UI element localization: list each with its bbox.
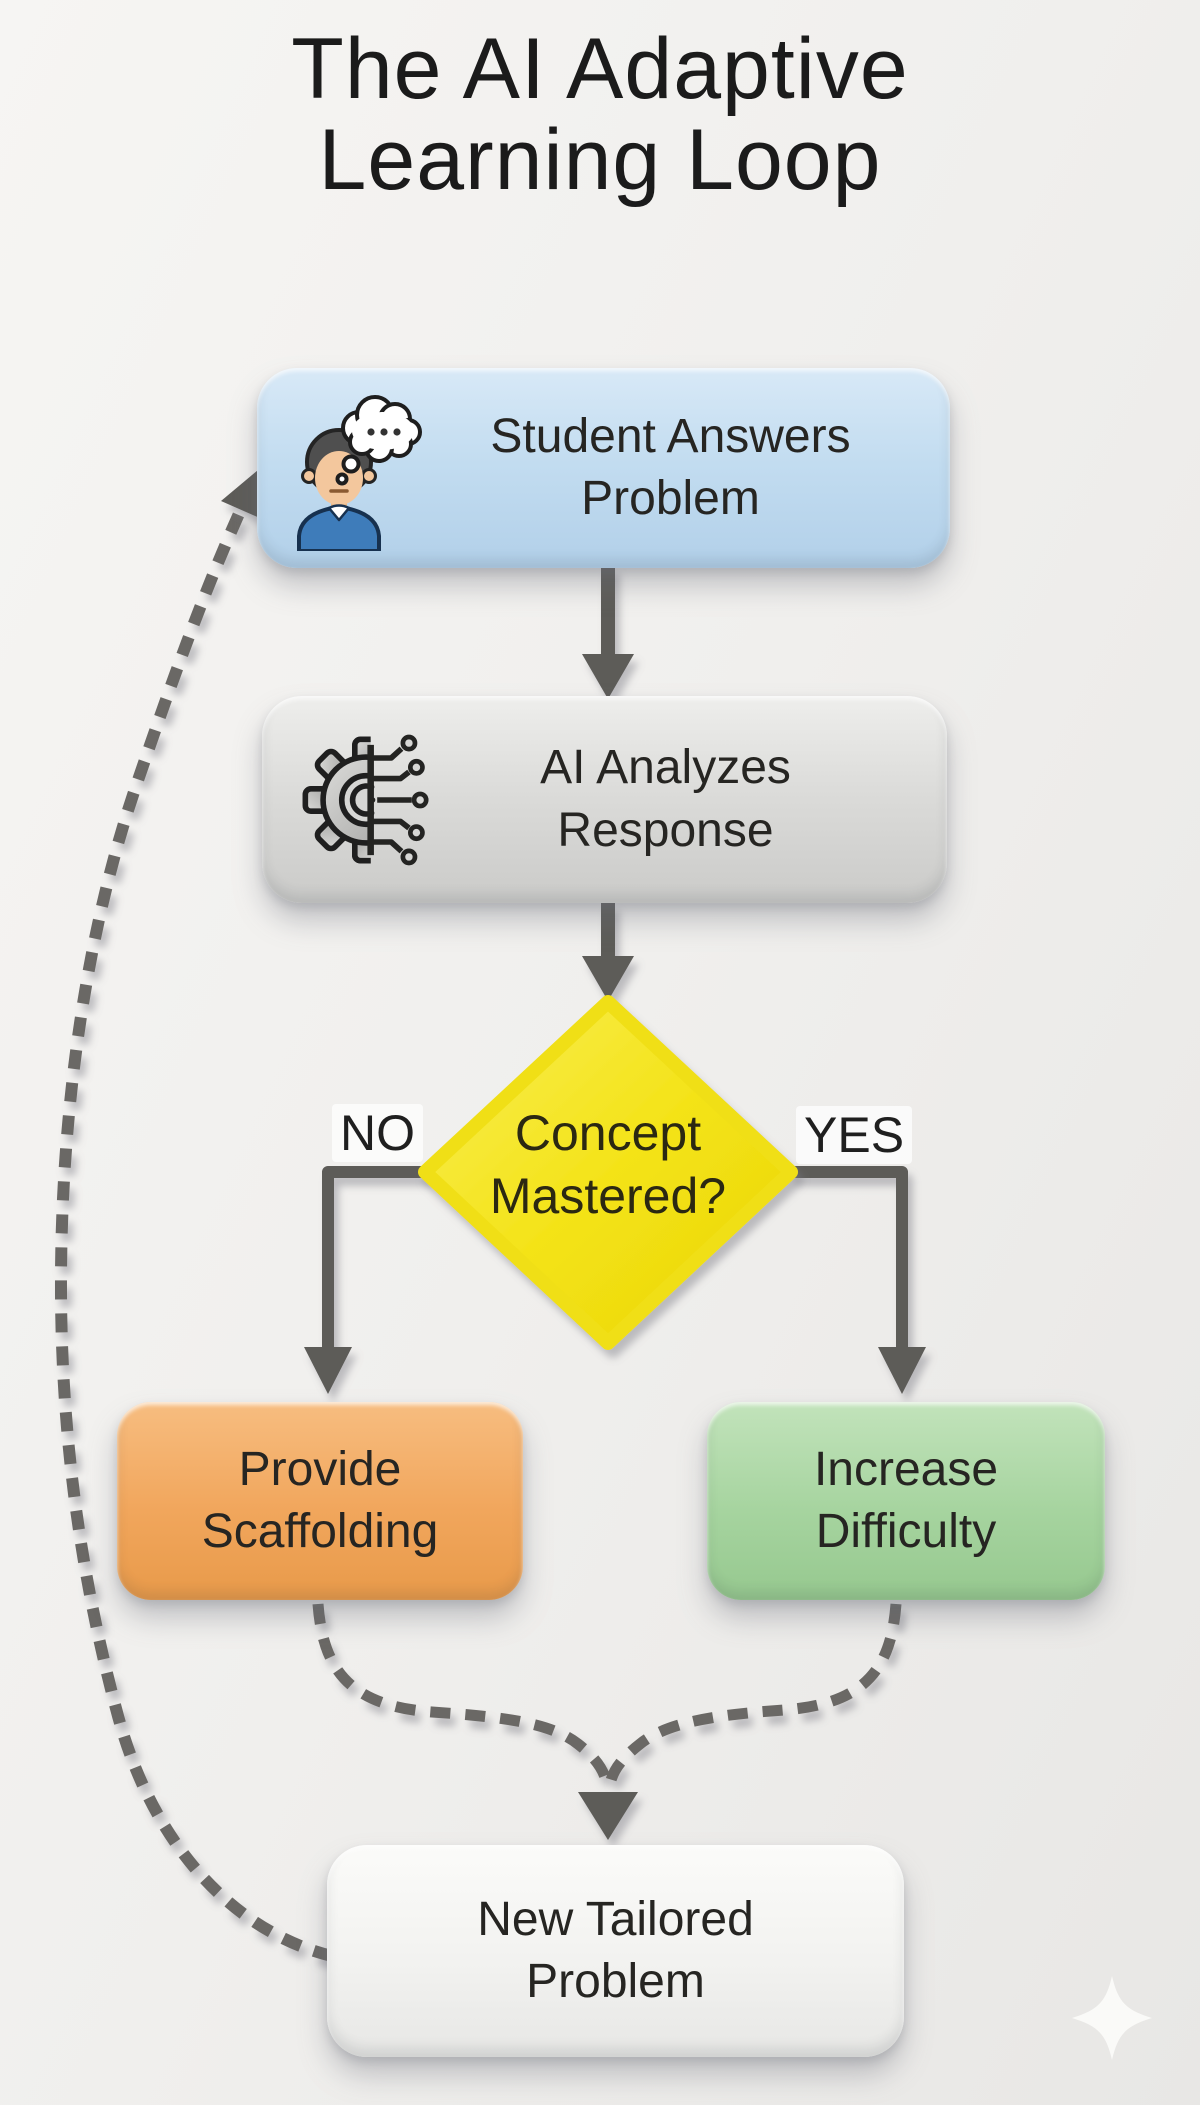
node-decision-label-line1: Concept (514, 1105, 702, 1161)
node-decision-label: Concept Mastered? (438, 1102, 778, 1228)
node-difficulty-label-line1: Increase (813, 1442, 999, 1496)
node-scaffold-label: Provide Scaffolding (202, 1439, 439, 1564)
page-title-line1: The AI Adaptive (291, 21, 909, 117)
node-difficulty-label: Increase Difficulty (814, 1439, 998, 1564)
node-ai-label: AI Analyzes Response (436, 737, 947, 862)
node-difficulty-label-line2: Difficulty (815, 1505, 997, 1558)
node-ai-label-line2: Response (557, 803, 774, 857)
branch-label-no: NO (332, 1104, 423, 1162)
node-student-label-line1: Student Answers (490, 409, 851, 463)
node-increase-difficulty: Increase Difficulty (707, 1402, 1105, 1600)
gear-circuit-icon (302, 734, 429, 865)
loop-arrowhead (221, 470, 262, 519)
student-thinking-icon (297, 394, 422, 551)
connector-student-to-ai (582, 566, 634, 699)
merge-arrowhead (578, 1792, 638, 1840)
node-new-problem-label-line1: New Tailored (477, 1892, 754, 1946)
node-scaffold-label-line1: Provide (238, 1442, 402, 1496)
node-ai-analyzes: AI Analyzes Response (262, 696, 947, 903)
page-title-line2: Learning Loop (318, 112, 882, 209)
connector-no-to-scaffold (304, 1166, 430, 1394)
connector-scaffold-to-new-problem (312, 1603, 613, 1786)
node-student-label-line2: Problem (581, 472, 760, 525)
node-student-label: Student Answers Problem (437, 406, 950, 531)
branch-label-yes: YES (796, 1106, 913, 1164)
connector-difficulty-to-new-problem (604, 1603, 902, 1786)
node-decision-label-line2: Mastered? (489, 1168, 727, 1224)
connector-yes-to-difficulty (790, 1166, 926, 1394)
sparkle-icon (1072, 1976, 1152, 2060)
node-new-problem-label-line2: Problem (526, 1955, 705, 2008)
connector-loop-new-problem-to-student (54, 491, 334, 1962)
node-student-answers: Student Answers Problem (257, 368, 950, 568)
node-scaffold-label-line2: Scaffolding (201, 1505, 439, 1558)
node-ai-label-line1: AI Analyzes (540, 741, 791, 795)
node-provide-scaffolding: Provide Scaffolding (117, 1402, 523, 1600)
page-title: The AI Adaptive Learning Loop (0, 21, 1200, 209)
decision-diamond (418, 995, 798, 1350)
node-new-problem-label: New Tailored Problem (477, 1889, 754, 2014)
connector-ai-to-decision (582, 903, 634, 1001)
node-new-tailored-problem: New Tailored Problem (327, 1845, 904, 2057)
